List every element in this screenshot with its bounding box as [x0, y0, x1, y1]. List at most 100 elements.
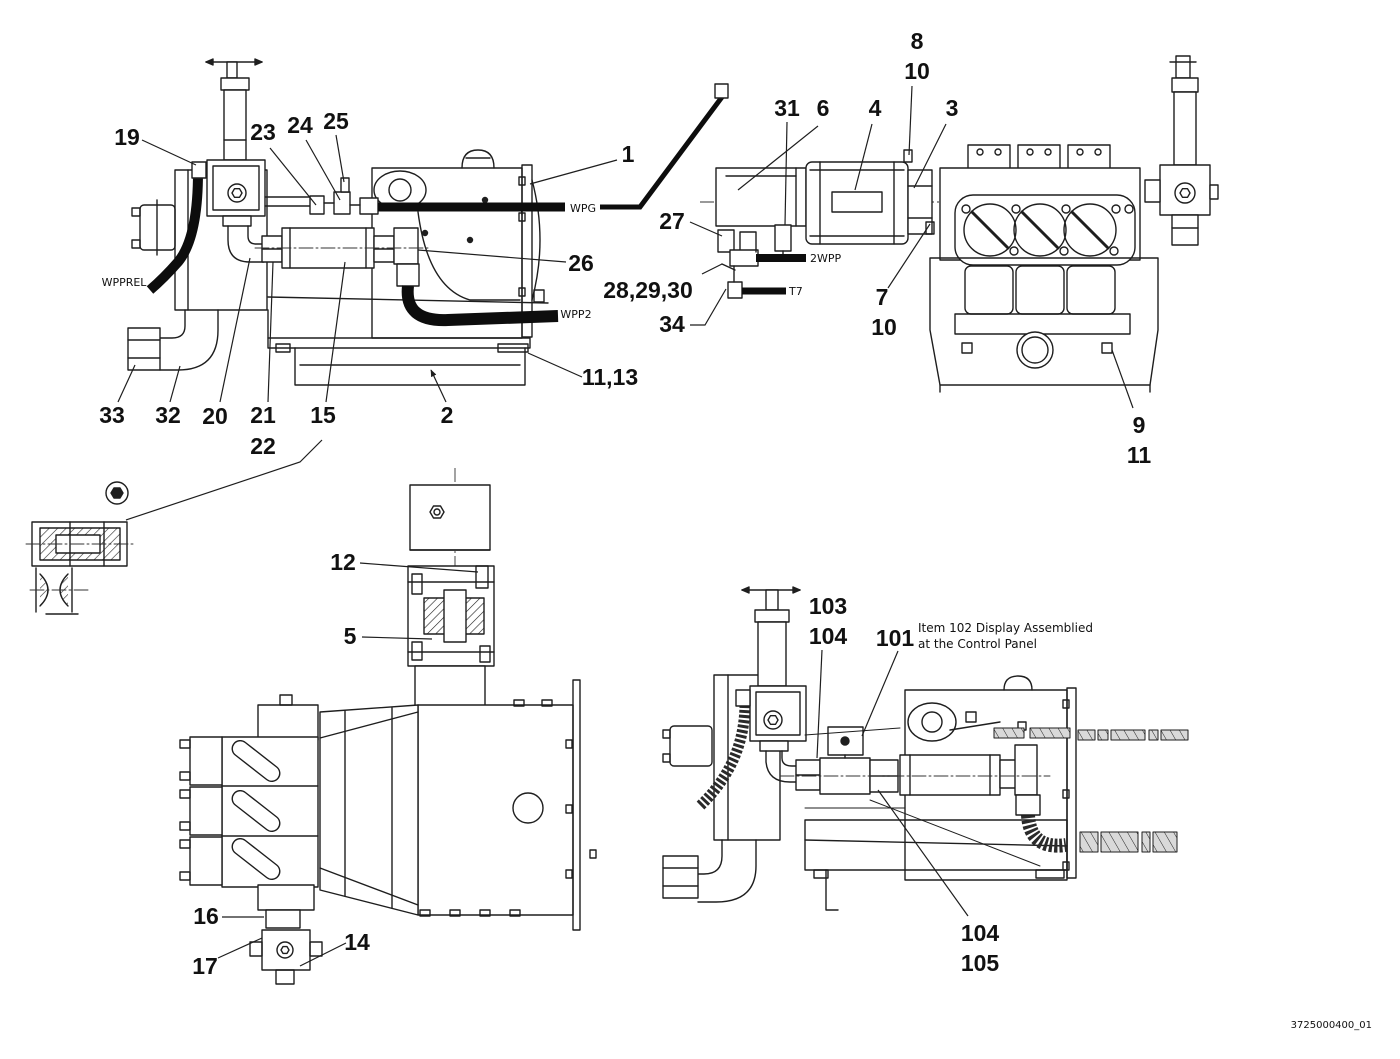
leader-6: [737, 125, 819, 191]
hose-wpp2: [401, 285, 559, 327]
callout-23: 23: [250, 119, 276, 145]
filter-detail-view: [25, 481, 137, 615]
callout-104-bottom: 104: [961, 920, 1000, 946]
leader-24: [305, 139, 341, 201]
leader-5: [361, 636, 433, 640]
callout-4: 4: [869, 95, 882, 121]
callout-2: 2: [441, 402, 454, 428]
callout-5: 5: [344, 623, 357, 649]
bottom-right-leaders: [816, 649, 969, 917]
callout-7: 7: [876, 284, 889, 310]
br-filter-101: [795, 726, 899, 795]
hose-label-wpprel: WPPREL: [102, 276, 148, 289]
leader-20: [219, 257, 251, 403]
leader-4: [854, 123, 873, 191]
br-filter-body: [779, 744, 1051, 816]
front-view-leaders: [217, 562, 479, 967]
coupling-section: [407, 565, 495, 667]
callout-27: 27: [659, 208, 685, 234]
leader-34: [690, 288, 727, 326]
callout-28-29-30: 28,29,30: [603, 277, 693, 303]
leader-101: [861, 650, 899, 737]
br-elbow-to-filter: [765, 750, 797, 783]
callout-3: 3: [946, 95, 959, 121]
leader-26: [417, 249, 567, 263]
front-outlet-valve: [249, 884, 323, 985]
hose-label-2wpp: 2WPP: [810, 252, 842, 265]
leader-12: [359, 562, 479, 573]
callout-21: 21: [250, 402, 276, 428]
br-base-frame: [804, 819, 1068, 911]
motor-end-cap: [409, 484, 491, 551]
callout-26: 26: [568, 250, 594, 276]
callout-12: 12: [330, 549, 356, 575]
callout-6: 6: [817, 95, 830, 121]
coupling-guard: [903, 149, 935, 235]
callout-32: 32: [155, 402, 181, 428]
bearing-housing: [414, 665, 486, 707]
leader-7-10: [887, 223, 931, 289]
leader-28-29-30: [701, 263, 723, 275]
leader-17: [217, 937, 263, 959]
motor-junction-box: [715, 167, 807, 227]
gauge-tube-fittings: [264, 177, 379, 215]
top-right-callouts: 31 6 4 8 10 3 27 28,29,30 34 7 10 9 11: [603, 28, 1151, 468]
leader-9-11: [1111, 349, 1134, 409]
br-regulating-valve: [735, 609, 807, 752]
leader-14: [299, 942, 347, 967]
leader-23: [269, 147, 317, 206]
leader-1: [529, 159, 618, 185]
pump-head-front: [179, 694, 319, 888]
hose-wpg-end-fitting: [714, 83, 729, 99]
callout-14: 14: [344, 929, 370, 955]
bottom-right-side-view: 103 104 101 104 105 Item 102 Display Ass…: [662, 586, 1189, 976]
drawing-number: 3725000400_01: [1291, 1020, 1372, 1031]
callout-8: 8: [911, 28, 924, 54]
callout-103: 103: [809, 593, 847, 619]
top-left-callouts: 19 23 24 25 1 26 11,13 33 32 20 21 22 15…: [99, 108, 638, 459]
leader-3: [913, 123, 947, 189]
valve-handwheel: [205, 58, 263, 79]
display-note-line-2: at the Control Panel: [918, 637, 1037, 651]
callout-101: 101: [876, 625, 915, 651]
callout-11: 11: [1127, 442, 1152, 468]
br-corrugated-hose-pump: [1021, 814, 1067, 853]
leader-27: [689, 221, 723, 237]
callout-10-top: 10: [904, 58, 930, 84]
br-pipe-lines: [804, 727, 1041, 867]
callout-19: 19: [114, 124, 140, 150]
hose-label-wpg: WPG: [570, 202, 596, 215]
hose-label-wpp2: WPP2: [560, 308, 591, 321]
electric-motor: [805, 161, 909, 245]
leader-8-10: [908, 85, 913, 156]
callout-24: 24: [287, 112, 313, 138]
leader-15: [325, 261, 346, 403]
bottom-right-callouts: 103 104 101 104 105 Item 102 Display Ass…: [809, 593, 1093, 976]
top-right-top-view: 2WPP T7 31 6 4 8 10 3 27 28,29,30 34 7 1…: [603, 28, 1219, 468]
leader-19: [141, 139, 197, 166]
elbow-pipe-to-filter: [227, 225, 265, 263]
display-note-line-1: Item 102 Display Assemblied: [918, 621, 1093, 635]
callout-104-top: 104: [809, 623, 848, 649]
br-hatched-hose-lower: [1079, 831, 1178, 853]
br-outlet-elbow: [662, 839, 757, 903]
callout-15: 15: [310, 402, 336, 428]
callout-25: 25: [323, 108, 349, 134]
callout-17: 17: [192, 953, 218, 979]
callout-16: 16: [193, 903, 219, 929]
callout-10-lower: 10: [871, 314, 897, 340]
leader-32: [169, 365, 181, 403]
leader-104-top: [816, 649, 823, 759]
callout-9: 9: [1133, 412, 1146, 438]
outlet-elbow-pipe: [127, 309, 219, 371]
callout-11-13: 11,13: [582, 364, 638, 390]
top-left-side-view: WPG WPPREL WPP2 19 23 24 25 1 26 11,: [99, 58, 729, 521]
callout-105: 105: [961, 950, 1000, 976]
hose-wpprel: [146, 171, 203, 294]
callout-31: 31: [774, 95, 800, 121]
detail-marker-icon: [105, 481, 129, 505]
top-right-leaders: [689, 85, 1134, 409]
callout-33: 33: [99, 402, 125, 428]
front-end-view: 12 5 16 17 14: [179, 468, 597, 985]
